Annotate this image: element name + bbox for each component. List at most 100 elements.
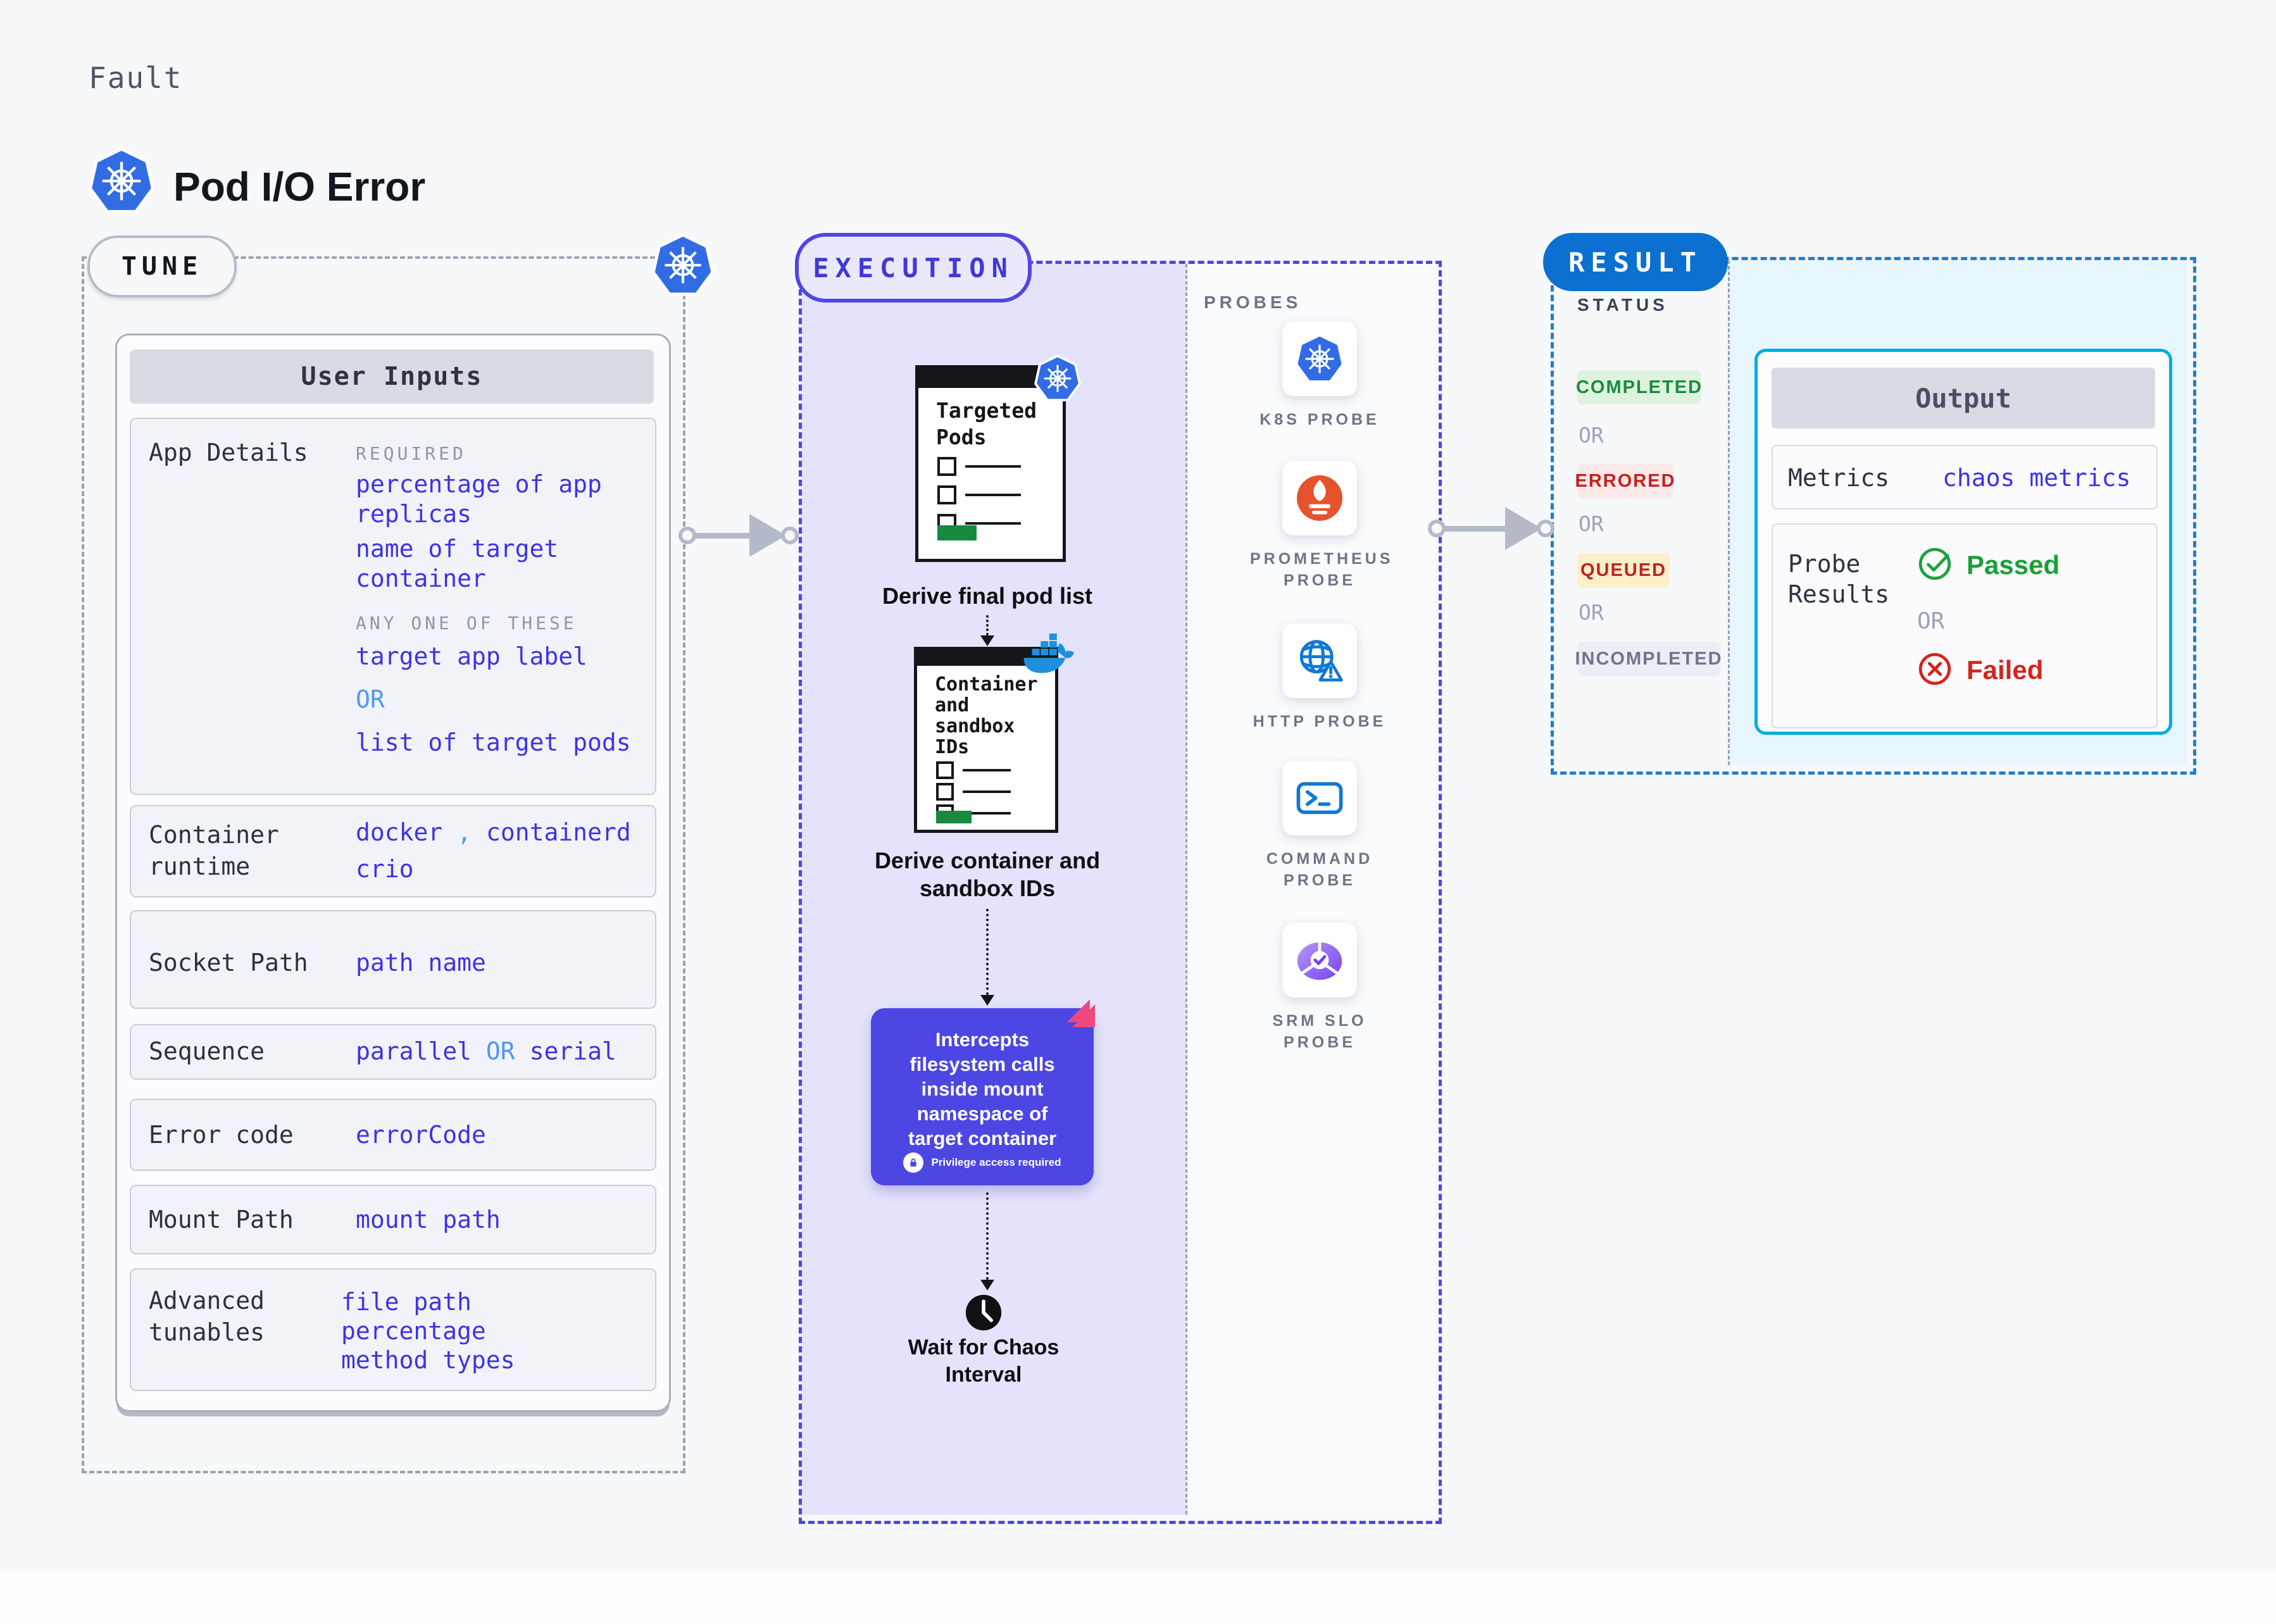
any-item: target app label [356, 642, 588, 670]
result-pill-label: RESULT [1568, 246, 1703, 278]
sequence-row: Sequence parallel OR serial [130, 1024, 656, 1080]
http-probe-tile [1282, 623, 1357, 698]
sequence-label: Sequence [149, 1037, 265, 1065]
wait-caption: Wait for Chaos Interval [908, 1335, 1060, 1387]
status-badge-incompleted: INCOMPLETED [1575, 642, 1722, 676]
container-runtime-label: Container runtime [149, 821, 279, 880]
mount-path-value: mount path [356, 1206, 501, 1234]
status-or: OR [1579, 511, 1604, 536]
kubernetes-logo-icon [87, 147, 156, 215]
sequence-or: OR [485, 1037, 515, 1065]
error-code-row: Error code errorCode [130, 1099, 656, 1171]
execution-section-box [799, 261, 1442, 1524]
tune-section-box [82, 256, 685, 1473]
container-runtime-row: Container runtime docker , containerd cr… [130, 805, 656, 897]
metrics-value: chaos metrics [1942, 464, 2131, 492]
status-or: OR [1579, 600, 1604, 625]
privilege-row: Privilege access required [871, 1152, 1094, 1173]
socket-path-row: Socket Path path name [130, 910, 656, 1009]
arrow-head [749, 514, 786, 557]
flow-connector [986, 615, 989, 635]
metrics-label: Metrics [1788, 464, 1890, 492]
sequence-serial: serial [529, 1037, 616, 1065]
arrow-endpoint [678, 527, 696, 544]
flow-connector-arrowhead [980, 995, 994, 1006]
targeted-pods-card: Targeted Pods [915, 365, 1066, 562]
error-code-label: Error code [149, 1121, 294, 1149]
prometheus-icon [1297, 475, 1342, 521]
kubernetes-icon [1034, 354, 1082, 403]
required-heading: REQUIRED [356, 443, 466, 464]
runtime-docker: docker [356, 818, 443, 846]
probe-results-row: Probe Results Passed OR Failed [1772, 523, 2158, 728]
passed-label: Passed [1966, 550, 2060, 580]
advanced-tunables-label: Advanced tunables [149, 1287, 265, 1346]
tune-pill: TUNE [87, 235, 237, 297]
execution-to-result-arrow [1428, 506, 1554, 551]
kubernetes-icon [651, 233, 715, 297]
sequence-parallel: parallel [356, 1037, 472, 1065]
advanced-value: file path [341, 1288, 472, 1316]
tune-pill-label: TUNE [121, 252, 203, 281]
mount-path-row: Mount Path mount path [130, 1185, 656, 1254]
donut-check-icon [1294, 935, 1345, 985]
step-caption: Derive container and sandbox IDs [874, 847, 1101, 901]
prometheus-probe-tile [1282, 461, 1357, 535]
k8s-probe-tile [1282, 322, 1357, 396]
docker-icon [1021, 634, 1077, 674]
container-sandbox-ids-card: Container and sandbox IDs [914, 647, 1058, 833]
check-circle-icon [1917, 546, 1953, 582]
arrow-shaft [686, 533, 760, 539]
or-separator: OR [356, 685, 385, 713]
card-title: Targeted Pods [936, 398, 1037, 449]
execution-pill: EXECUTION [795, 233, 1032, 303]
any-one-heading: ANY ONE OF THESE [356, 613, 577, 634]
arrow-head [1505, 507, 1542, 550]
flow-connector-arrowhead [980, 635, 994, 646]
required-item: percentage of app replicas [356, 470, 602, 528]
app-details-label: App Details [149, 439, 308, 466]
progress-bar [936, 811, 972, 823]
socket-path-value: path name [356, 949, 486, 977]
lock-badge [903, 1152, 924, 1173]
kubernetes-icon [1295, 334, 1344, 383]
failed-label: Failed [1966, 655, 2044, 685]
probe-label: HTTP PROBE [1253, 713, 1387, 730]
status-badge-completed: COMPLETED [1576, 370, 1701, 404]
metrics-row: Metrics chaos metrics [1772, 445, 2158, 509]
error-code-value: errorCode [356, 1121, 486, 1149]
output-or: OR [1917, 608, 1945, 634]
probes-heading: PROBES [1204, 292, 1302, 312]
advanced-value: method types [341, 1346, 515, 1374]
command-probe-tile [1282, 761, 1357, 835]
advanced-value: percentage [341, 1317, 486, 1345]
probe-label: PROMETHEUS PROBE [1250, 550, 1394, 589]
arrow-endpoint [1537, 520, 1554, 537]
required-item: name of target container [356, 535, 559, 592]
page-title: Pod I/O Error [173, 164, 426, 209]
progress-bar [937, 525, 977, 540]
privilege-text: Privilege access required [931, 1156, 1061, 1168]
step-caption: Derive final pod list [882, 583, 1093, 609]
output-header: Output [1772, 368, 2155, 428]
arrow-shaft [1435, 526, 1515, 532]
status-or: OR [1579, 423, 1604, 447]
flow-connector-arrowhead [980, 1280, 994, 1290]
probe-results-label: Probe Results [1788, 550, 1890, 608]
socket-path-label: Socket Path [149, 949, 308, 977]
app-details-row: App Details REQUIRED percentage of app r… [130, 418, 656, 795]
bottom-strip [0, 1570, 2276, 1624]
any-item: list of target pods [356, 728, 631, 756]
card-title: Container and sandbox IDs [935, 673, 1038, 758]
runtime-separator: , [457, 818, 472, 846]
result-divider [1728, 260, 1730, 765]
result-section-box [1551, 257, 2196, 775]
flow-connector [986, 909, 989, 995]
clock-icon [965, 1294, 1003, 1332]
arrow-endpoint [1428, 520, 1446, 537]
output-card: Output Metrics chaos metrics Probe Resul… [1754, 349, 2172, 735]
probe-label: COMMAND PROBE [1266, 850, 1373, 889]
arrow-endpoint [781, 527, 799, 544]
srm-slo-probe-tile [1282, 923, 1357, 997]
runtime-containerd: containerd [485, 818, 631, 846]
